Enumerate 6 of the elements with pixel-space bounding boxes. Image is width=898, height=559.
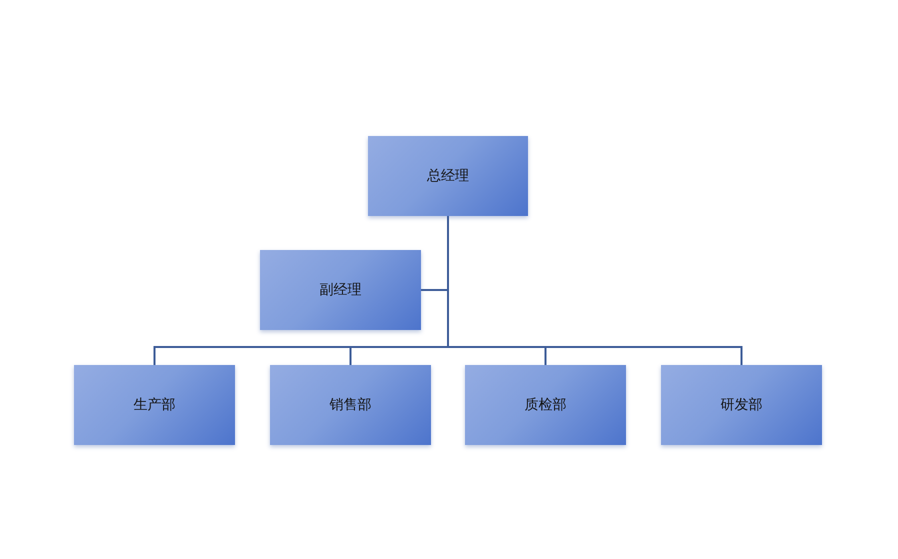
- position-box: 研发部: [661, 365, 822, 445]
- position-box: 质检部: [465, 365, 626, 445]
- position-box: 生产部: [74, 365, 235, 445]
- position-box: 销售部: [270, 365, 431, 445]
- position-box: 副经理: [260, 250, 421, 330]
- position-box: 总经理: [368, 136, 528, 216]
